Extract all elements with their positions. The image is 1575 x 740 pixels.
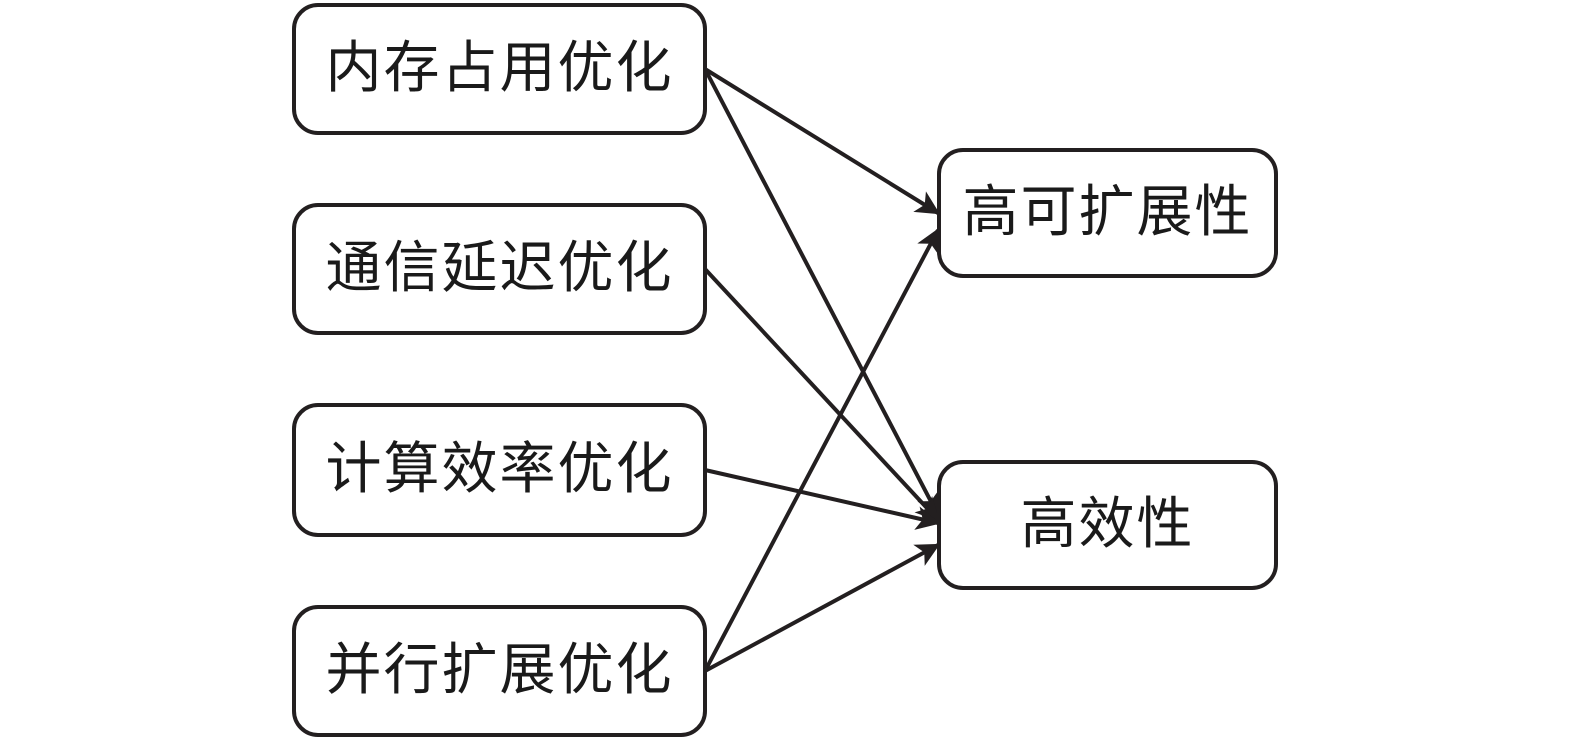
node-high-scalability: 高可扩展性	[937, 148, 1278, 278]
node-parallel-scaling-optimization: 并行扩展优化	[292, 605, 707, 737]
node-communication-latency-optimization: 通信延迟优化	[292, 203, 707, 335]
node-high-scalability-label: 高可扩展性	[962, 182, 1253, 244]
node-parallel-scaling-optimization-label: 并行扩展优化	[325, 640, 674, 702]
node-computational-efficiency-optimization: 计算效率优化	[292, 403, 707, 537]
node-high-efficiency-label: 高效性	[1020, 494, 1195, 556]
edge-comm-to-efficiency	[703, 267, 940, 522]
node-high-efficiency: 高效性	[937, 460, 1278, 590]
edge-memory-to-efficiency	[703, 68, 940, 518]
node-communication-latency-optimization-label: 通信延迟优化	[325, 238, 674, 300]
edge-memory-to-scalability	[703, 67, 941, 215]
edge-compute-to-efficiency	[704, 468, 941, 530]
edge-parallel-to-scalability	[703, 227, 940, 672]
node-memory-optimization: 内存占用优化	[292, 3, 707, 135]
node-memory-optimization-label: 内存占用优化	[325, 38, 674, 100]
node-computational-efficiency-optimization-label: 计算效率优化	[325, 439, 674, 501]
edge-parallel-to-efficiency	[704, 543, 941, 673]
